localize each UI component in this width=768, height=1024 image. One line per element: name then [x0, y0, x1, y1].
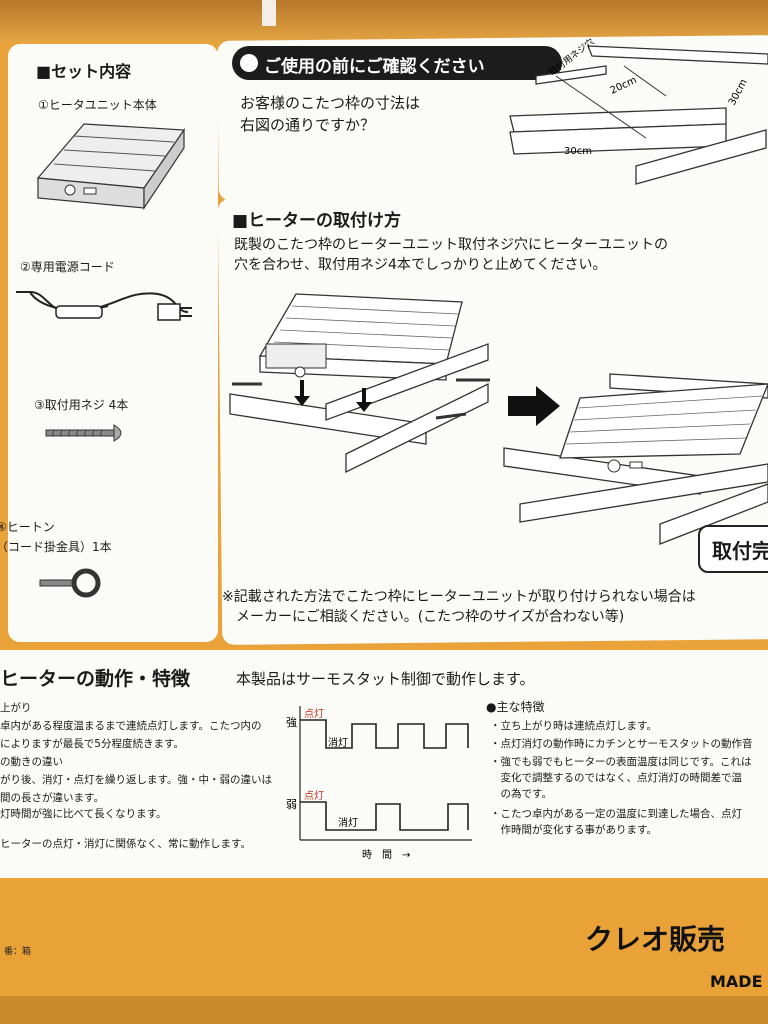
left-text-1: 上がり: [0, 702, 32, 714]
left-text-3: によりますが最長で5分程度続きます。: [0, 738, 184, 750]
right-text-7: 作時間が変化する事があります。: [490, 824, 657, 836]
box-bottom-shadow: [0, 996, 768, 1024]
dim-20cm: 20cm: [609, 75, 639, 97]
item-heater-unit-label: ①ヒータユニット本体: [38, 98, 157, 112]
mount-after-illustration: [503, 373, 768, 545]
check-heading: ご使用の前にご確認ください: [264, 57, 485, 77]
right-text-6: ・こたつ卓内がある一定の温度に到達した場合、点灯: [490, 808, 742, 820]
eye-hook-icon: [39, 568, 101, 598]
corner-mark: 番：箱: [4, 947, 32, 957]
left-text-7: 灯時間が強に比べて長くなります。: [0, 808, 167, 820]
graph-on-strong: 点灯: [304, 708, 324, 720]
dim-30cm-bottom: 30cm: [564, 146, 592, 157]
item-hook-label: ④ヒートン: [0, 520, 55, 534]
mount-heading: ■ヒーターの取付け方: [232, 211, 402, 231]
graph-time-axis: 時 間 →: [362, 849, 410, 861]
mount-line2: 穴を合わせ、取付用ネジ4本でしっかりと止めてください。: [234, 257, 607, 273]
check-line1: お客様のこたつ枠の寸法は: [240, 94, 421, 112]
left-text-4: の動きの違い: [0, 756, 63, 768]
check-heading-pill: ご使用の前にご確認ください: [232, 46, 562, 80]
left-text-2: 卓内がある程度温まるまで連続点灯します。こたつ内の: [0, 720, 262, 732]
features-heading: ヒーターの動作・特徴: [0, 668, 191, 690]
circle-bullet-icon: [240, 54, 258, 72]
mounted-complete-badge: 取付完: [698, 525, 768, 573]
left-text-8: ヒーターの点灯・消灯に関係なく、常に動作します。: [0, 838, 251, 850]
arrow-right-icon: [508, 386, 560, 426]
mount-note1: ※記載された方法でこたつ枠にヒーターユニットが取り付けられない場合は: [222, 589, 696, 605]
item-hook-sublabel: （コード掛金具）1本: [0, 540, 112, 554]
graph-off-strong: 消灯: [328, 736, 348, 749]
mount-line1: 既製のこたつ枠のヒーターユニット取付ネジ穴にヒーターユニットの: [234, 237, 668, 253]
right-text-2: ・点灯消灯の動作時にカチンとサーモスタットの動作音: [490, 738, 753, 750]
mount-before-illustration: [229, 293, 490, 474]
check-line2: 右図の通りですか？: [240, 116, 376, 134]
right-text-4: 変化で調整するのではなく、点灯消灯の時間差で温: [490, 772, 742, 784]
left-text-5: がり後、消灯・点灯を繰り返します。強・中・弱の違いは: [0, 774, 272, 786]
graph-strong-label: 強: [286, 716, 297, 729]
right-text-3: ・強でも弱でもヒーターの表面温度は同じです。これは: [490, 756, 752, 768]
item-power-cord-label: ②専用電源コード: [20, 260, 115, 274]
box-notch: [262, 0, 276, 26]
screw-icon: [45, 424, 122, 442]
dim-30cm-right: 30cm: [727, 78, 750, 108]
badge-label: 取付完: [712, 539, 768, 563]
graph-on-weak: 点灯: [304, 790, 324, 802]
graph-weak-label: 弱: [286, 798, 297, 811]
right-text-5: の為です。: [490, 788, 552, 800]
brand-name: クレオ販売: [585, 923, 726, 956]
power-cord-illustration: [16, 291, 192, 321]
right-text-1: ・立ち上がり時は連続点灯します。: [490, 720, 657, 732]
main-features-heading: ●主な特徴: [486, 700, 545, 714]
mount-note2: メーカーにご相談ください。(こたつ枠のサイズが合わない等): [236, 609, 625, 625]
thermostat-timing-diagram: 強 弱 点灯 消灯 点灯 消灯 時 間 →: [286, 706, 472, 861]
graph-off-weak: 消灯: [338, 816, 358, 829]
left-text-6: 間の長さが違います。: [0, 792, 104, 804]
box-top-flap: [0, 0, 768, 42]
heater-unit-illustration: [36, 123, 186, 210]
features-subheading: 本製品はサーモスタット制御で動作します。: [236, 670, 535, 688]
set-contents-heading: ■セット内容: [36, 62, 132, 81]
frame-dimension-diagram: 取付用ネジ穴 20cm 30cm 30cm: [509, 36, 768, 185]
item-screws-label: ③取付用ネジ 4本: [34, 398, 129, 412]
made-in-label: MADE: [710, 972, 763, 991]
